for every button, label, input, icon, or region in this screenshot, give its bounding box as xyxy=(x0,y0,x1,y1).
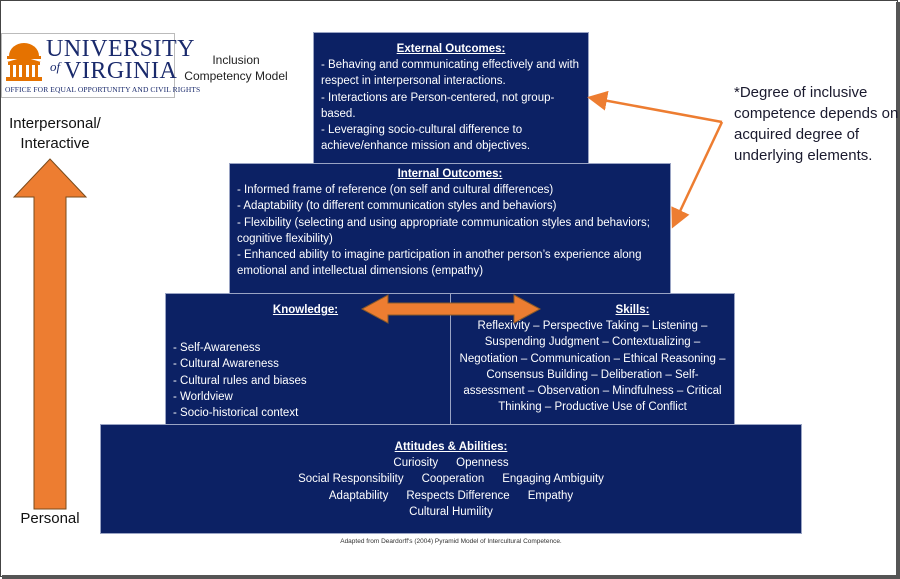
attitude-item: Social Responsibility xyxy=(298,473,404,486)
external-item: - Leveraging socio-cultural difference t… xyxy=(321,124,531,153)
skills-text: Reflexivity – Perspective Taking – Liste… xyxy=(459,320,726,414)
attitude-item: Cooperation xyxy=(421,473,485,486)
internal-outcomes-box: Internal Outcomes: - Informed frame of r… xyxy=(229,163,671,294)
knowledge-item: - Cultural rules and biases xyxy=(173,374,307,387)
attitudes-line: Adaptability Respects Difference Empathy xyxy=(109,488,793,504)
attitude-item: Adaptability xyxy=(328,489,389,502)
attitude-item: Empathy xyxy=(527,489,574,502)
knowledge-heading: Knowledge: xyxy=(272,304,339,316)
competence-note: *Degree of inclusive competence depends … xyxy=(734,84,899,164)
knowledge-item: - Cultural Awareness xyxy=(173,358,279,371)
external-outcomes-box: External Outcomes: - Behaving and commun… xyxy=(313,32,589,164)
knowledge-skills-double-arrow xyxy=(360,294,542,324)
attitude-item: Curiosity xyxy=(393,457,439,470)
frame-shadow-bottom xyxy=(2,575,900,579)
attitude-item: Openness xyxy=(456,457,509,470)
external-outcomes-heading: External Outcomes: xyxy=(396,43,506,55)
rotunda-icon xyxy=(6,43,42,81)
model-title: Inclusion Competency Model xyxy=(184,53,288,83)
internal-item: - Flexibility (selecting and using appro… xyxy=(237,216,650,245)
logo-university: UNIVERSITY xyxy=(46,36,195,62)
attitude-item: Cultural Humility xyxy=(409,505,493,518)
axis-label-top: Interpersonal/ Interactive xyxy=(9,115,101,152)
attitudes-line: Cultural Humility xyxy=(109,504,793,520)
uva-logo: UNIVERSITY of VIRGINIA OFFICE FOR EQUAL … xyxy=(1,33,200,98)
note-connector-arrows xyxy=(587,90,724,229)
internal-outcomes-heading: Internal Outcomes: xyxy=(397,168,503,180)
attitude-item: Respects Difference xyxy=(406,489,510,502)
internal-item: - Adaptability (to different communicati… xyxy=(237,200,557,213)
external-item: - Behaving and communicating effectively… xyxy=(321,59,580,88)
vertical-up-arrow xyxy=(12,158,88,510)
frame-shadow-right xyxy=(896,2,900,579)
knowledge-item: - Worldview xyxy=(173,390,233,403)
attitudes-box: Attitudes & Abilities: Curiosity Openness… xyxy=(100,424,802,534)
source-credit: Adapted from Deardorff's (2004) Pyramid … xyxy=(340,538,562,545)
axis-label-bottom: Personal xyxy=(20,510,80,527)
attitudes-line: Curiosity Openness xyxy=(109,455,793,471)
attitude-item: Engaging Ambiguity xyxy=(502,473,604,486)
logo-office-name: OFFICE FOR EQUAL OPPORTUNITY AND CIVIL R… xyxy=(5,85,201,94)
external-item: - Interactions are Person-centered, not … xyxy=(321,91,555,120)
knowledge-item: - Self-Awareness xyxy=(173,342,261,355)
attitudes-line: Social Responsibility Cooperation Engaging… xyxy=(109,471,793,487)
logo-virginia: VIRGINIA xyxy=(64,58,178,84)
skills-heading: Skills: xyxy=(615,304,650,316)
internal-item: - Enhanced ability to imagine participat… xyxy=(237,249,642,278)
attitudes-heading: Attitudes & Abilities: xyxy=(394,441,508,453)
knowledge-item: - Socio-historical context xyxy=(173,407,299,420)
logo-of: of xyxy=(50,59,61,74)
internal-item: - Informed frame of reference (on self a… xyxy=(237,184,554,197)
